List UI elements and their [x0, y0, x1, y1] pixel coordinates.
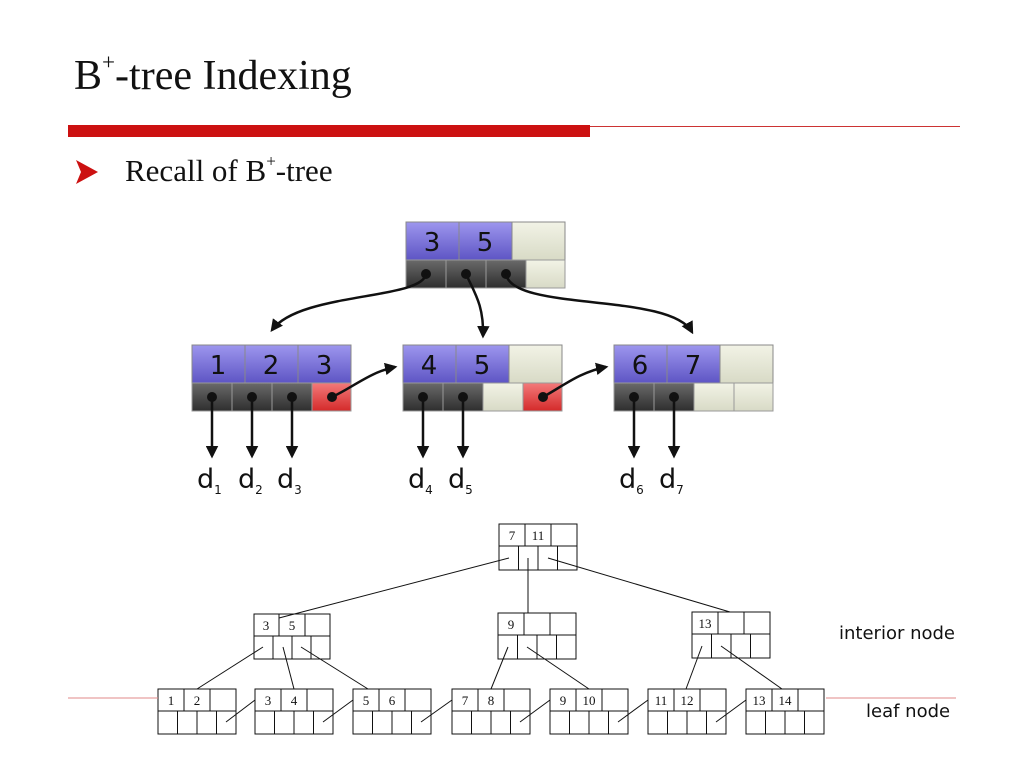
interior-node-label: interior node [839, 623, 955, 644]
key-label: 1 [210, 351, 227, 381]
key-label: 12 [681, 693, 694, 708]
key-cell [191, 344, 246, 384]
key-cell [405, 221, 460, 261]
data-record-label: d1 [197, 464, 222, 497]
data-record-label: d4 [408, 464, 433, 497]
tree1-leaf-node: 4 5 [402, 344, 563, 412]
child-pointer-arrow [504, 273, 694, 335]
tree2-leaf-node [647, 688, 727, 735]
empty-cell [508, 344, 563, 384]
key-label: 3 [316, 351, 333, 381]
tree1-leaf-node: 1 2 3 [191, 344, 352, 412]
sibling-pointer-arrow [331, 362, 398, 399]
data-record-label: d6 [619, 464, 644, 497]
key-cell [297, 344, 352, 384]
tree2-leaf-node [157, 688, 237, 735]
key-label: 3 [263, 618, 270, 633]
child-pointer-arrow [464, 273, 490, 339]
sibling-pointer-arrow [542, 362, 609, 399]
key-label: 4 [291, 693, 298, 708]
key-label: 4 [421, 351, 438, 381]
title-rule-thin [590, 126, 960, 127]
tree2-interior-node [497, 612, 577, 660]
key-label: 5 [474, 351, 491, 381]
empty-cell [482, 382, 524, 412]
empty-cell [693, 382, 735, 412]
key-label: 3 [265, 693, 272, 708]
data-record-label: d3 [277, 464, 302, 497]
slide-title: B+-tree Indexing [74, 48, 352, 99]
empty-cell [525, 259, 566, 289]
key-label: 9 [508, 617, 515, 632]
key-label: 9 [560, 693, 567, 708]
tree1: 3 5 1 2 3 [191, 221, 774, 497]
key-label: 5 [363, 693, 370, 708]
empty-cell [733, 382, 774, 412]
key-label: 7 [462, 693, 469, 708]
key-label: 7 [685, 351, 702, 381]
key-cell [402, 344, 457, 384]
bullet-text: Recall of B+-tree [125, 151, 333, 188]
data-record-label: d2 [238, 464, 263, 497]
leaf-node-label: leaf node [866, 701, 951, 722]
key-label: 11 [532, 528, 545, 543]
key-label: 14 [779, 693, 793, 708]
tree1-leaf-node: 6 7 [613, 344, 774, 412]
key-label: 3 [424, 228, 441, 258]
key-label: 7 [509, 528, 516, 543]
empty-cell [511, 221, 566, 261]
arrow-bullet-icon [76, 160, 98, 184]
child-pointer-arrow [270, 273, 428, 333]
data-record-label: d5 [448, 464, 473, 497]
key-cell [666, 344, 721, 384]
key-label: 13 [699, 616, 712, 631]
key-label: 8 [488, 693, 495, 708]
tree2-leaf-node [745, 688, 825, 735]
tree2: 7 11 3 5 9 [157, 523, 825, 735]
key-label: 10 [583, 693, 596, 708]
key-label: 6 [389, 693, 396, 708]
key-label: 2 [194, 693, 201, 708]
empty-cell [719, 344, 774, 384]
key-label: 1 [168, 693, 175, 708]
tree1-root-node: 3 5 [405, 221, 566, 289]
tree2-root-node [498, 523, 578, 571]
tree2-leaf-node [254, 688, 334, 735]
key-label: 5 [289, 618, 296, 633]
title-rule-thick [68, 125, 590, 137]
data-record-label: d7 [659, 464, 684, 497]
key-label: 5 [477, 228, 494, 258]
key-label: 13 [753, 693, 766, 708]
key-cell [613, 344, 668, 384]
tree2-interior-node [253, 613, 331, 660]
key-label: 11 [655, 693, 668, 708]
key-cell [244, 344, 299, 384]
tree2-leaf-node [549, 688, 629, 735]
tree2-interior-node [691, 611, 771, 659]
key-label: 2 [263, 351, 280, 381]
key-cell [455, 344, 510, 384]
tree2-leaf-node [352, 688, 432, 735]
key-label: 6 [632, 351, 649, 381]
